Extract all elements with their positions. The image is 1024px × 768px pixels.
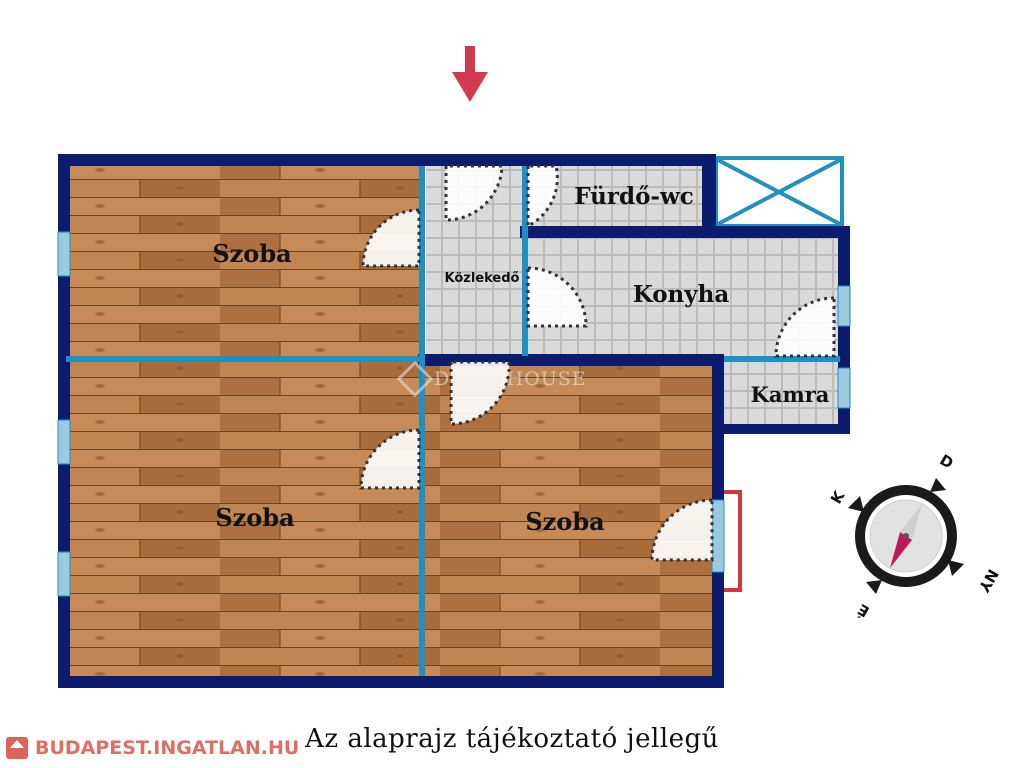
brand-text: DUNA HOUSE (434, 368, 587, 390)
room-label-top-left: Szoba (212, 239, 291, 268)
room-label-hallway: Közlekedő (445, 271, 520, 286)
windows (57, 231, 851, 597)
house-icon (6, 737, 28, 759)
compass-label-north: É (854, 600, 872, 622)
partition-walls (66, 166, 840, 676)
room-label-bottom-right: Szoba (525, 507, 604, 536)
room-label-kitchen: Konyha (633, 281, 730, 308)
site-watermark: BUDAPEST.INGATLAN.HU (6, 734, 303, 762)
room-label-bottom-left: Szoba (215, 503, 294, 532)
compass: É D K NY (827, 451, 1002, 622)
compass-needle-north (900, 504, 922, 540)
door-swings (359, 164, 836, 562)
room-label-pantry: Kamra (751, 382, 830, 407)
compass-label-south: D (937, 451, 957, 473)
compass-label-west: NY (974, 566, 1002, 596)
compass-needle-south (890, 532, 912, 568)
site-watermark-text: BUDAPEST.INGATLAN.HU (32, 737, 303, 759)
floor-pantry (722, 362, 842, 424)
balcony-outline (724, 490, 742, 592)
brand-watermark: DUNA HOUSE (396, 360, 587, 398)
plan-caption: Az alaprajz tájékoztató jellegű (305, 724, 719, 754)
floor-bottom-left-room (66, 362, 424, 680)
compass-label-east: K (827, 487, 849, 507)
entrance-arrow-icon (452, 46, 488, 102)
room-label-bathroom: Fürdő-wc (574, 183, 694, 210)
ventilation-shaft (714, 156, 844, 228)
brand-diamond-icon (396, 360, 434, 398)
